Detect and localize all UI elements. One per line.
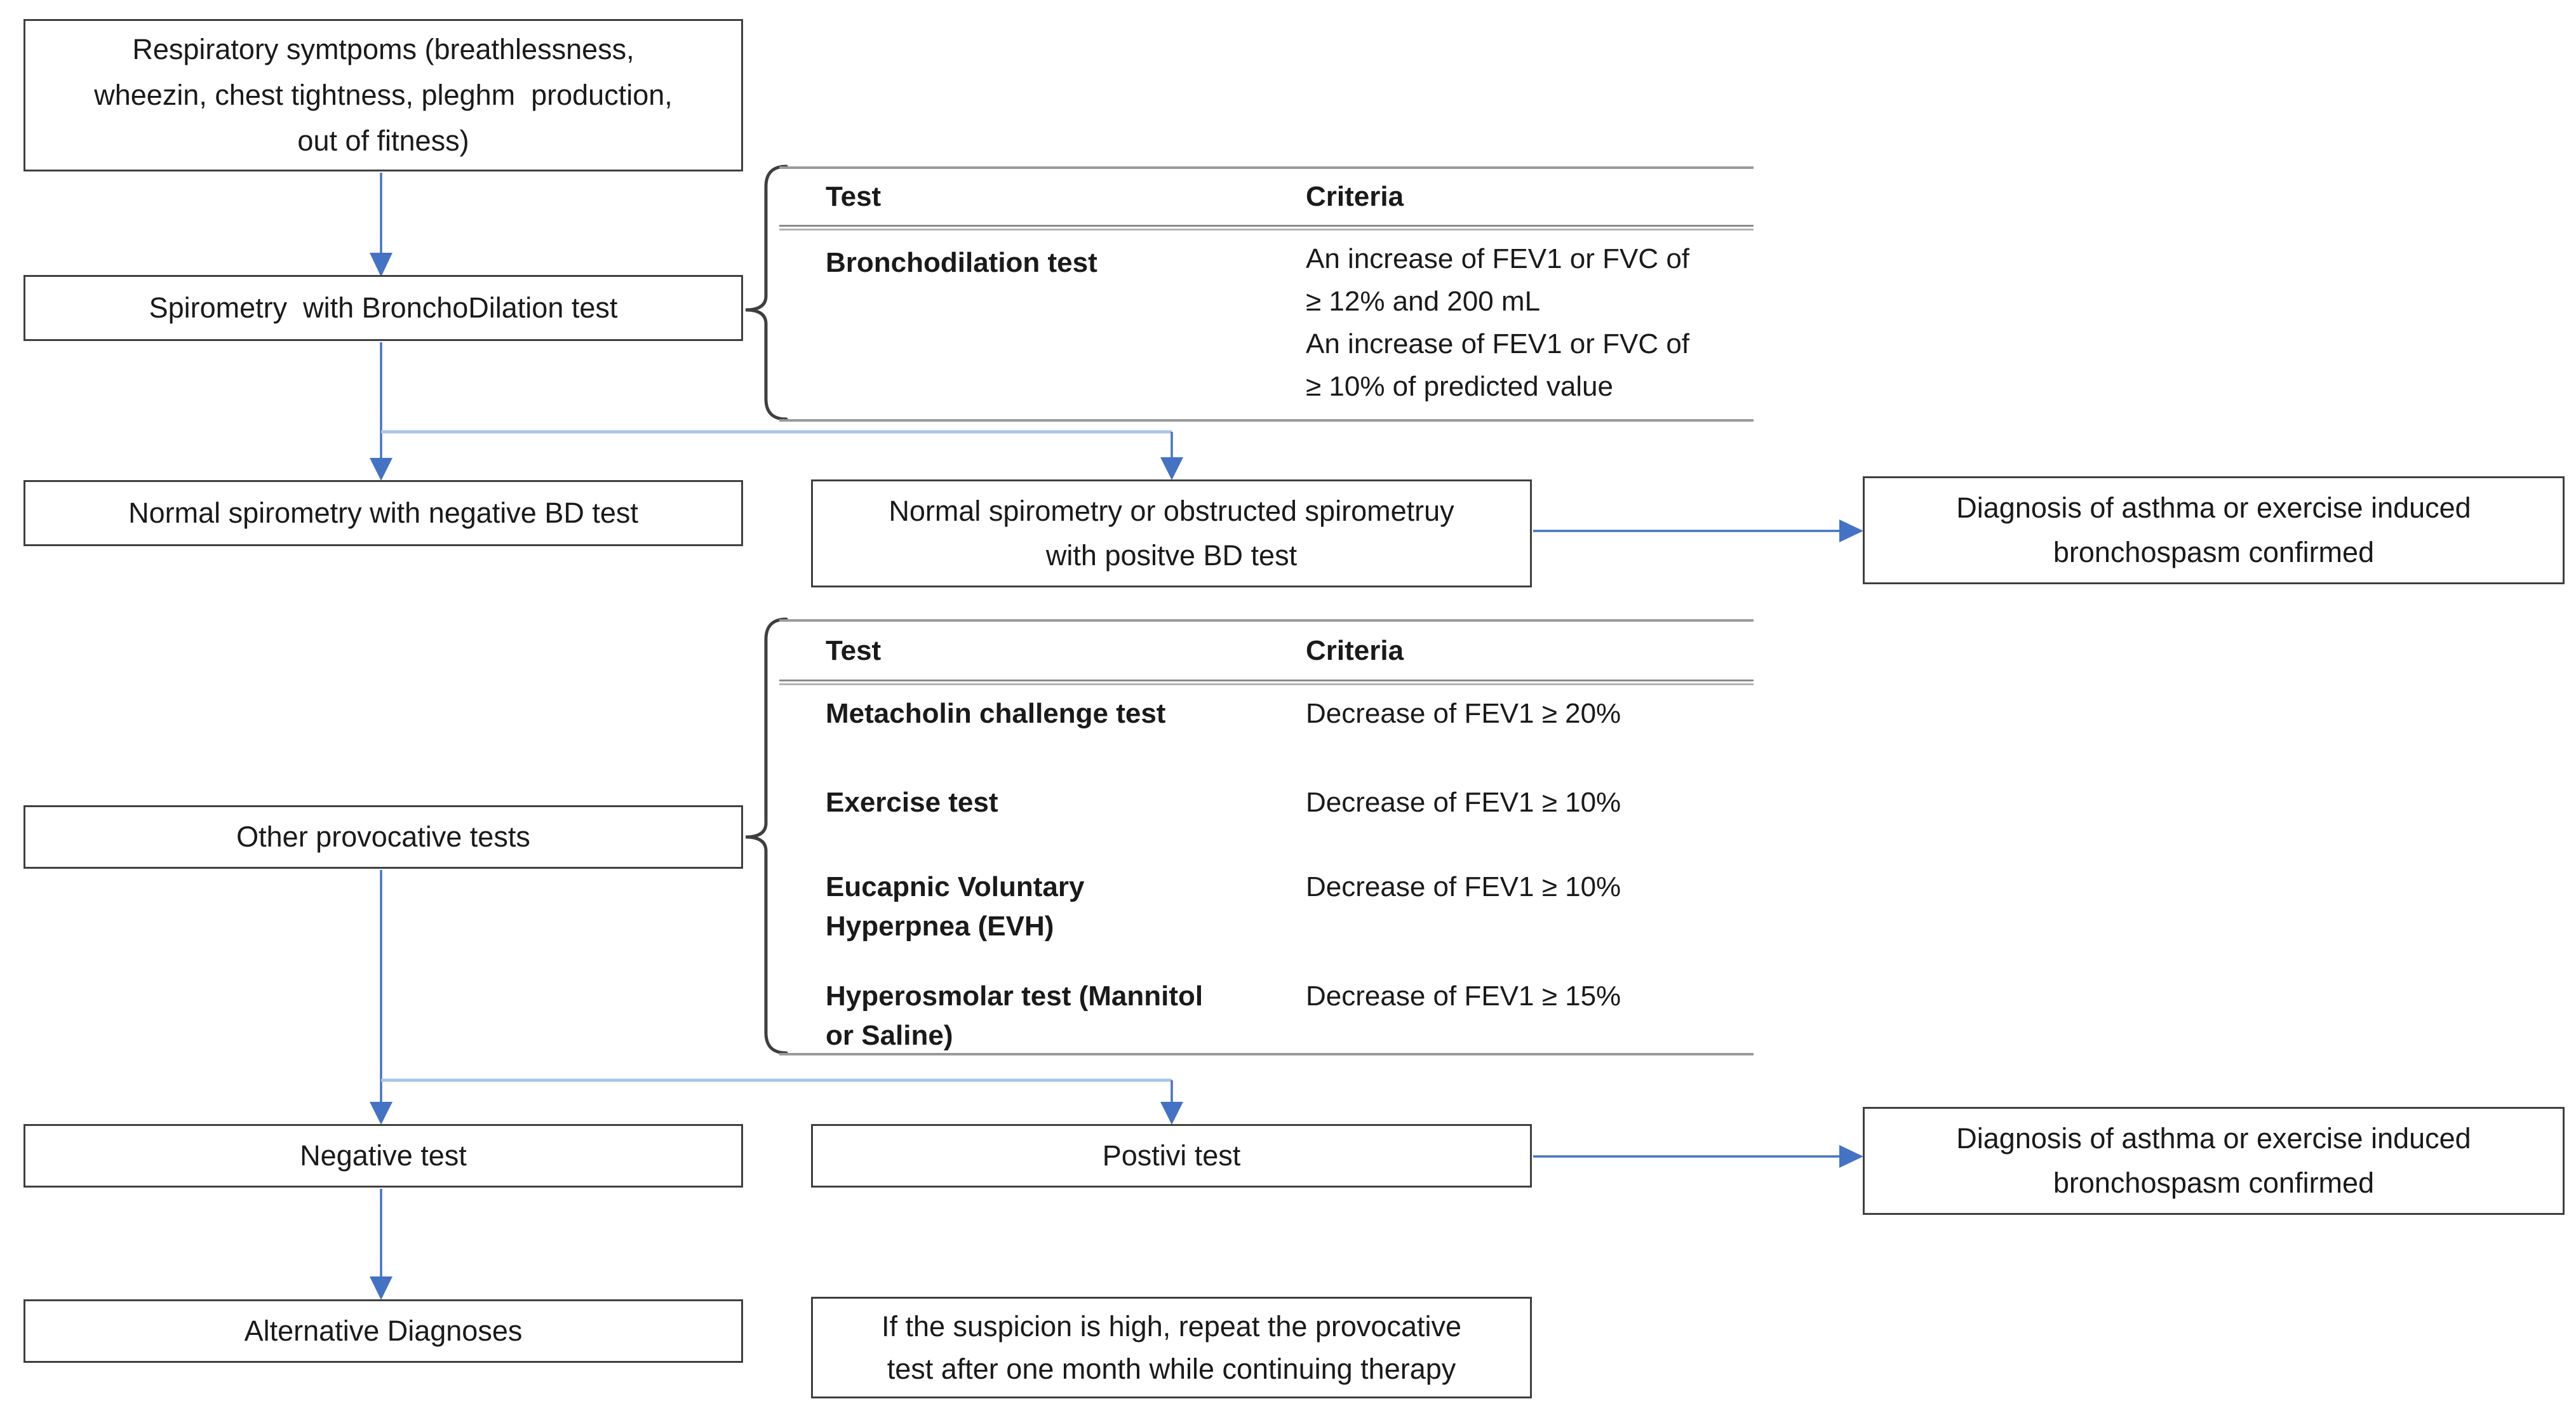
- bronchodilation-criteria-table: Test Criteria Bronchodilation test An in…: [779, 166, 1754, 422]
- column-header-test: Test: [826, 181, 882, 212]
- node-spirometry-bd-test: Spirometry with BronchoDilation test: [23, 275, 743, 341]
- row-criteria-evh: Decrease of FEV1 ≥ 10%: [1306, 871, 1621, 902]
- node-normal-or-obstructed-positive-bd: Normal spirometry or obstructed spiromet…: [811, 479, 1532, 587]
- row-criteria-metacholin: Decrease of FEV1 ≥ 20%: [1306, 698, 1621, 729]
- row-test-evh: Eucapnic Voluntary Hyperpnea (EVH): [826, 871, 1085, 942]
- row-test-hyperosmolar: Hyperosmolar test (Mannitol or Saline): [826, 981, 1204, 1052]
- column-header-test: Test: [826, 635, 882, 666]
- node-negative-test: Negative test: [23, 1124, 743, 1188]
- arrowhead-into-diagnosis-top: [1839, 519, 1863, 542]
- arrowhead-into-positive-test: [1160, 1102, 1183, 1125]
- arrowhead-into-diagnosis-bottom: [1839, 1145, 1863, 1168]
- node-diagnosis-confirmed-bottom: Diagnosis of asthma or exercise induced …: [1863, 1107, 2565, 1215]
- node-repeat-test-note: If the suspicion is high, repeat the pro…: [811, 1297, 1532, 1398]
- arrowhead-into-negative-test: [370, 1102, 392, 1125]
- row-criteria-bronchodilation: An increase of FEV1 or FVC of ≥ 12% and …: [1306, 243, 1690, 402]
- provocative-tests-table: Test Criteria Metacholin challenge test …: [779, 619, 1754, 1055]
- node-alternative-diagnoses: Alternative Diagnoses: [23, 1299, 743, 1363]
- node-positive-test: Postivi test: [811, 1124, 1532, 1188]
- arrowhead-into-spirometry: [370, 253, 392, 277]
- table-header-rule: [779, 225, 1754, 231]
- row-criteria-hyperosmolar: Decrease of FEV1 ≥ 15%: [1306, 981, 1621, 1012]
- row-test-bronchodilation: Bronchodilation test: [826, 247, 1097, 278]
- table-top-rule: [779, 166, 1754, 169]
- arrowhead-into-alternative: [370, 1276, 392, 1300]
- column-header-criteria: Criteria: [1306, 181, 1404, 212]
- brace-bronchodilation-table: [745, 164, 788, 421]
- table-header-rule: [779, 680, 1754, 685]
- node-respiratory-symptoms: Respiratory symtpoms (breathlessness, wh…: [23, 19, 743, 171]
- arrowhead-into-negative-bd: [370, 458, 392, 481]
- table-top-rule: [779, 619, 1754, 622]
- arrowhead-into-positive-bd: [1160, 457, 1183, 480]
- node-normal-spirometry-negative-bd: Normal spirometry with negative BD test: [23, 480, 743, 546]
- node-other-provocative-tests: Other provocative tests: [23, 805, 743, 869]
- table-bottom-rule: [779, 1053, 1754, 1055]
- brace-provocative-table: [745, 617, 788, 1055]
- row-test-exercise: Exercise test: [826, 787, 998, 818]
- table-bottom-rule: [779, 419, 1754, 422]
- row-criteria-exercise: Decrease of FEV1 ≥ 10%: [1306, 787, 1621, 818]
- node-diagnosis-confirmed-top: Diagnosis of asthma or exercise induced …: [1863, 476, 2565, 584]
- row-test-metacholin: Metacholin challenge test: [826, 698, 1166, 729]
- column-header-criteria: Criteria: [1306, 635, 1404, 666]
